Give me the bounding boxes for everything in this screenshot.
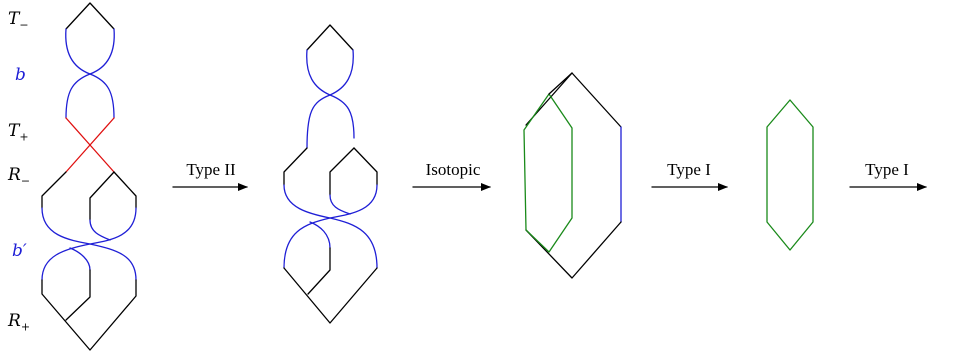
step-label-isotopic: Isotopic	[425, 160, 481, 179]
diagram2-strand-top-b	[306, 49, 354, 149]
diagram3-outer-black	[525, 72, 622, 128]
diagram3-outer-black-lower	[525, 221, 622, 279]
diagram2-top-cap	[306, 24, 354, 51]
label-t-minus: T−	[8, 9, 29, 32]
diagram-after-type-i	[766, 99, 814, 251]
diagram2-strand-mid-b	[283, 184, 378, 269]
diagram1-inner-lower	[65, 269, 91, 321]
diagram3-green-outer	[523, 93, 573, 253]
label-b: b	[15, 65, 26, 85]
diagram1-frame-lower-left	[41, 279, 137, 351]
label-t-plus: T+	[8, 121, 29, 144]
diagram2-inner-lower	[307, 247, 331, 295]
diagram2-inner-upper	[329, 147, 355, 196]
diagram2-strand-mid-c	[329, 194, 351, 215]
diagram4-green-hexagon	[766, 99, 814, 251]
diagram3-inner-black	[548, 72, 573, 95]
label-r-minus: R−	[8, 165, 31, 188]
step-label-type-ii: Type II	[186, 160, 236, 179]
diagram2-frame-left-upper	[283, 147, 308, 186]
label-b-prime: b′	[12, 241, 27, 261]
diagram1-strand-bprime-d	[69, 247, 91, 271]
label-r-plus: R+	[8, 311, 31, 334]
diagram2-strand-top-a	[306, 49, 355, 139]
diagram-after-isotopic	[523, 72, 622, 279]
diagram1-strand-b-right	[65, 28, 115, 119]
diagram2-frame-right-upper	[353, 147, 378, 186]
diagram1-frame-upper-right	[113, 171, 137, 209]
diagram-after-type-ii	[283, 24, 378, 324]
diagram2-strand-mid-d	[309, 221, 331, 249]
step-label-type-i-second: Type I	[865, 160, 909, 179]
diagram1-red-crossing-b	[65, 117, 115, 173]
diagram1-top-cap	[65, 2, 115, 30]
diagram1-strand-bprime-c	[89, 219, 111, 241]
diagram2-frame-lower	[283, 267, 378, 324]
diagram1-inner-upper	[89, 171, 115, 221]
diagram-original	[41, 2, 137, 351]
diagram1-strand-bprime-b	[41, 207, 137, 281]
step-label-type-i-first: Type I	[667, 160, 711, 179]
diagram1-frame-upper-left	[41, 171, 67, 209]
